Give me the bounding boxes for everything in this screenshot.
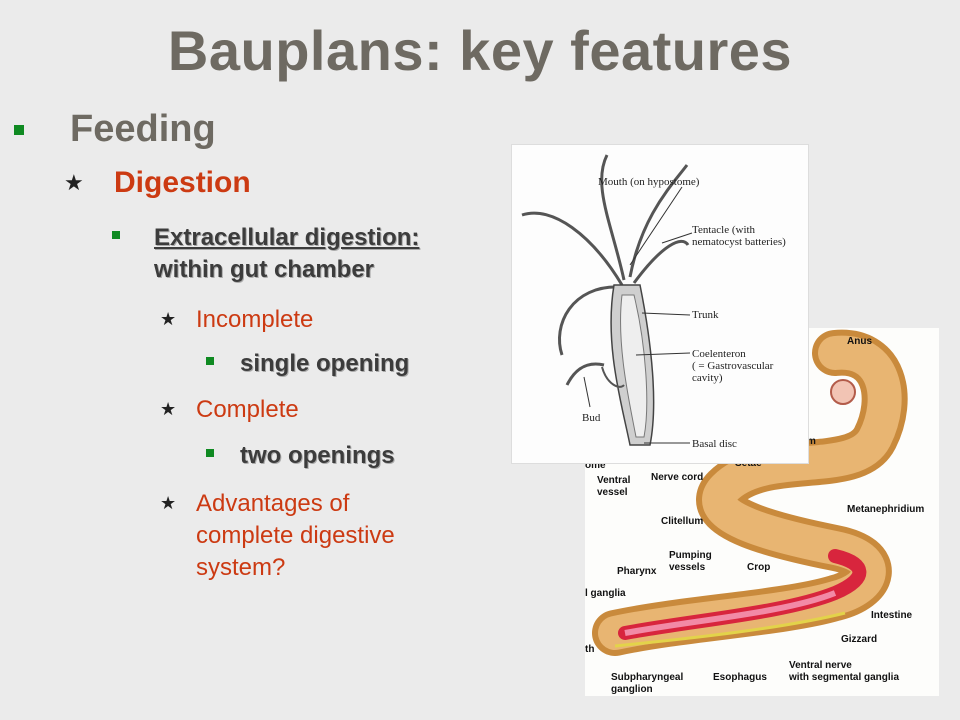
bullet-feeding: Feeding xyxy=(14,108,216,151)
label-subpharyngeal-2: ganglion xyxy=(611,684,653,695)
bullet-text: Digestion xyxy=(114,166,251,199)
star-bullet-icon: ★ xyxy=(64,170,84,195)
star-bullet-icon: ★ xyxy=(160,309,177,329)
bullet-text: single opening xyxy=(240,350,410,377)
label-pharynx: Pharynx xyxy=(617,566,657,577)
label-anus: Anus xyxy=(847,336,872,347)
bullet-two-openings: two openings xyxy=(206,442,395,470)
label-mouth: Mouth (on hypostome) xyxy=(598,176,700,188)
bullet-digestion: ★ Digestion xyxy=(64,166,251,200)
label-clitellum: Clitellum xyxy=(661,516,703,527)
bullet-text: Feeding xyxy=(70,108,216,150)
star-bullet-icon: ★ xyxy=(160,493,177,513)
star-bullet-icon: ★ xyxy=(160,399,177,419)
label-m: m xyxy=(807,436,816,447)
square-bullet-icon xyxy=(112,231,120,239)
label-pumping-1: Pumping xyxy=(669,550,712,561)
label-bud: Bud xyxy=(582,412,601,424)
label-ventral-nerve-1: Ventral nerve xyxy=(789,660,852,671)
label-pumping-2: vessels xyxy=(669,562,706,573)
label-ventral-vessel-1: Ventral xyxy=(597,475,631,486)
label-coelenteron-3: cavity) xyxy=(692,372,723,384)
label-esophagus: Esophagus xyxy=(713,672,767,683)
bullet-single-opening: single opening xyxy=(206,350,409,378)
square-bullet-icon xyxy=(206,449,214,457)
label-tentacle-2: nematocyst batteries) xyxy=(692,236,786,248)
label-coelenteron-1: Coelenteron xyxy=(692,348,746,360)
square-bullet-icon xyxy=(206,357,214,365)
label-th: th xyxy=(585,644,594,655)
label-ome: ome xyxy=(585,460,606,471)
bullet-text-line1: Advantages of xyxy=(196,490,350,517)
bullet-text-line1: Extracellular digestion: xyxy=(154,224,420,251)
label-ventral-vessel-2: vessel xyxy=(597,487,628,498)
bullet-extracellular: Extracellular digestion: within gut cham… xyxy=(112,222,419,286)
bullet-incomplete: ★ Incomplete xyxy=(160,304,313,336)
label-metanephridium: Metanephridium xyxy=(847,504,924,515)
label-intestine: Intestine xyxy=(871,610,913,621)
bullet-text: two openings xyxy=(240,442,395,469)
bullet-complete: ★ Complete xyxy=(160,394,299,426)
bullet-text-line2: within gut chamber xyxy=(154,256,375,283)
bullet-text: Incomplete xyxy=(196,306,314,333)
label-coelenteron-2: ( = Gastrovascular xyxy=(692,360,774,372)
bullet-text: Complete xyxy=(196,396,299,423)
label-ganglia: l ganglia xyxy=(585,588,626,599)
label-ventral-nerve-2: with segmental ganglia xyxy=(788,672,899,683)
bullet-advantages: ★ Advantages of complete digestive syste… xyxy=(160,488,395,584)
label-tentacle-1: Tentacle (with xyxy=(692,224,756,236)
label-subpharyngeal-1: Subpharyngeal xyxy=(611,672,683,683)
slide-title: Bauplans: key features xyxy=(167,19,793,82)
label-trunk: Trunk xyxy=(692,309,719,321)
label-basal-disc: Basal disc xyxy=(692,438,737,450)
label-nerve-cord: Nerve cord xyxy=(651,472,703,483)
label-gizzard: Gizzard xyxy=(841,634,877,645)
label-crop: Crop xyxy=(747,562,770,573)
bullet-text-line2: complete digestive xyxy=(196,522,395,549)
bullet-text-line3: system? xyxy=(196,554,286,581)
square-bullet-icon xyxy=(14,124,24,135)
hydra-diagram: Mouth (on hypostome) Tentacle (with nema… xyxy=(511,144,809,464)
